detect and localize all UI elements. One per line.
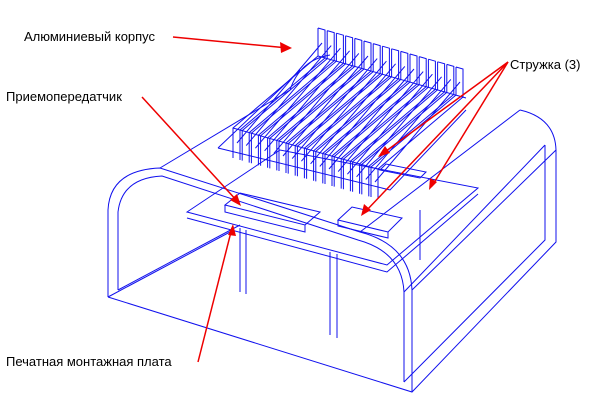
heatsink-base xyxy=(217,55,467,191)
heatsink-fin xyxy=(361,63,455,197)
heatsink-fin xyxy=(260,35,354,168)
label-pcb: Печатная монтажная плата xyxy=(6,354,172,369)
arrow-shaving-1 xyxy=(381,61,509,155)
heatsink-fin xyxy=(250,32,344,166)
pcb-board xyxy=(185,149,480,338)
heatsink-fin xyxy=(352,61,446,194)
heatsink-fin xyxy=(333,56,427,189)
arrow-transceiver xyxy=(141,96,239,203)
arrow-pcb xyxy=(197,227,233,363)
arrows xyxy=(141,36,509,363)
heatsink-fin xyxy=(342,58,436,192)
heatsink-fin xyxy=(232,27,326,160)
transceiver-blocks xyxy=(223,163,428,239)
arrow-shaving-2 xyxy=(364,61,509,213)
heatsink-fin xyxy=(296,45,390,179)
arrow-housing xyxy=(172,36,289,49)
heatsink xyxy=(217,27,467,199)
heatsink-fin xyxy=(269,37,363,171)
enclosure xyxy=(107,54,557,393)
heatsink-fin xyxy=(287,43,381,176)
label-transceiver: Приемопередатчик xyxy=(6,89,122,104)
heatsink-fin xyxy=(306,48,400,181)
arrow-shaving-3 xyxy=(431,61,509,187)
heatsink-fin xyxy=(324,53,418,186)
label-housing: Алюминиевый корпус xyxy=(24,29,156,44)
heatsink-fin xyxy=(315,50,409,184)
heatsink-fin xyxy=(241,30,335,163)
label-shavings: Стружка (3) xyxy=(510,57,581,72)
heatsink-fin xyxy=(278,40,372,173)
